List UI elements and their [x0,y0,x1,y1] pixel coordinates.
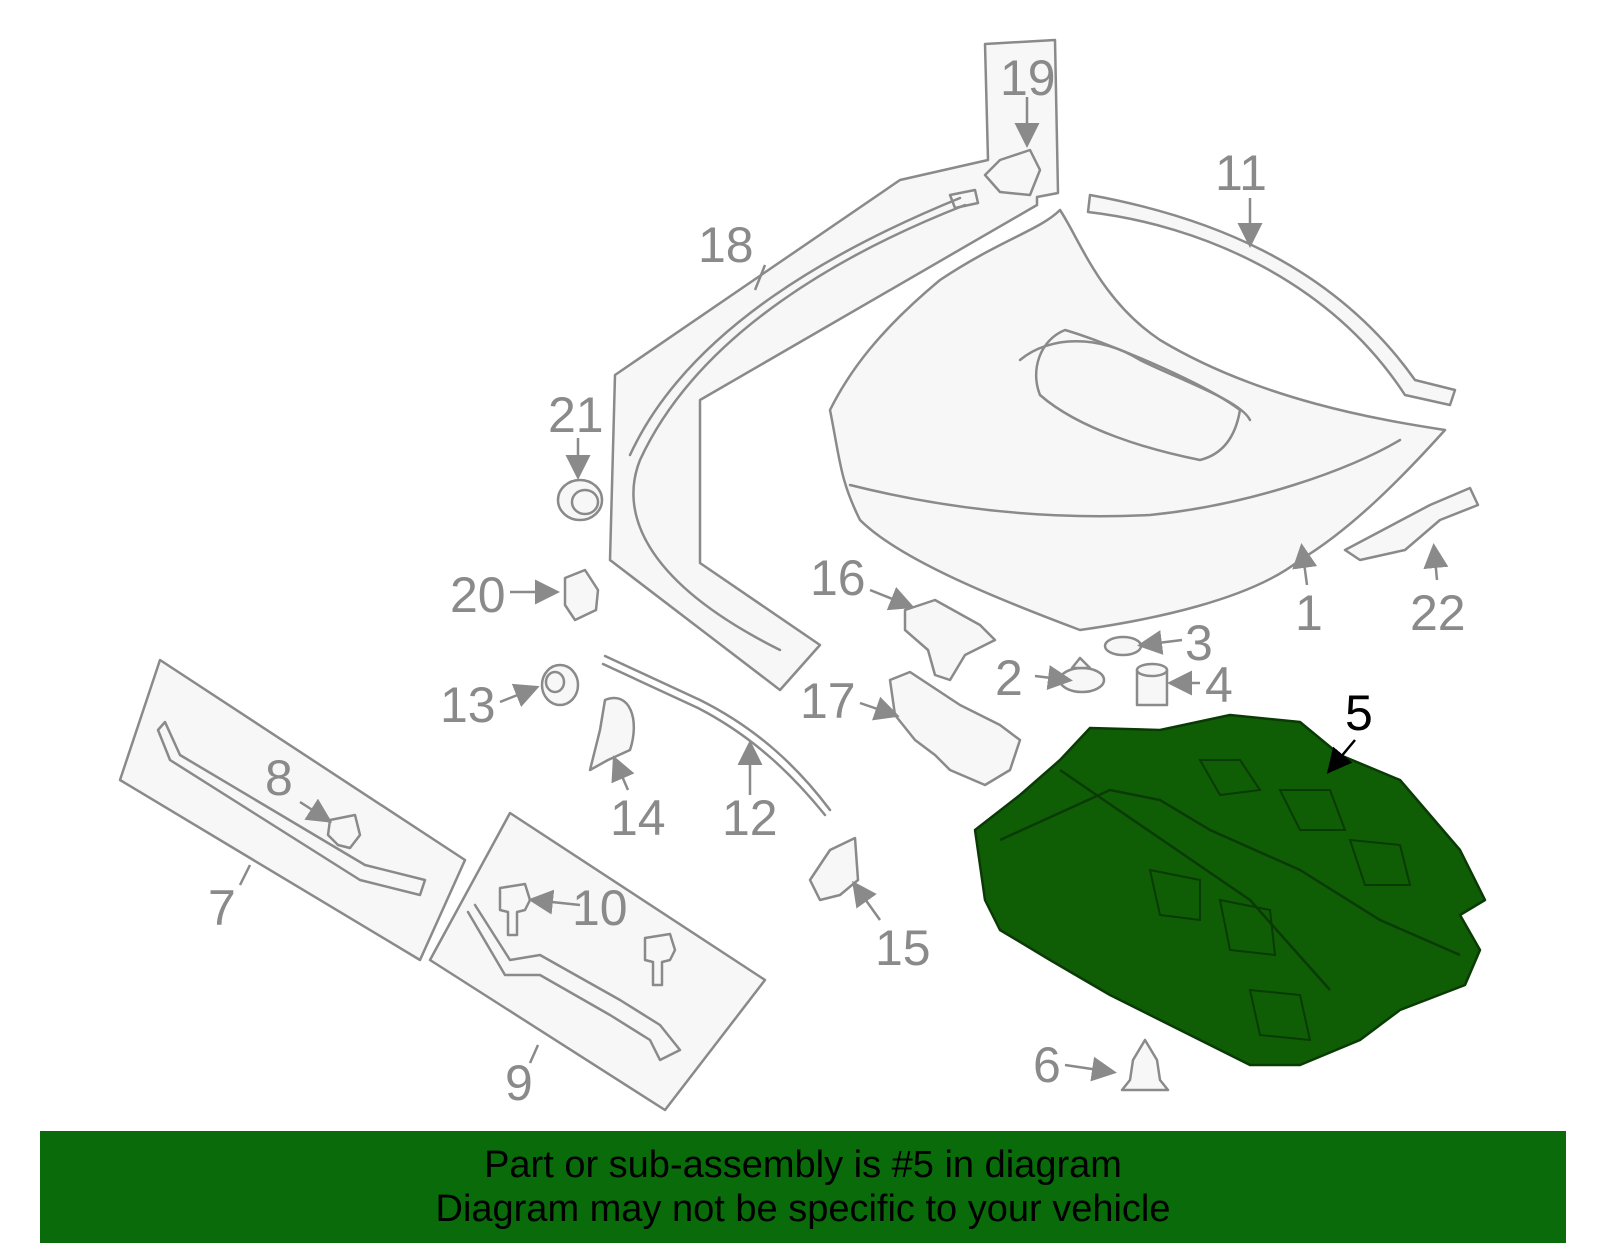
callout-14: 14 [610,790,666,846]
part-22-bracket [1343,486,1480,562]
part-14-bracket [588,696,635,772]
callout-10: 10 [572,880,628,936]
part-13-grommet [540,663,580,707]
callout-9: 9 [505,1055,533,1111]
part-2-clip [1058,656,1106,694]
callout-2: 2 [995,650,1023,706]
part-17-hinge [888,670,1022,787]
part-12-prop-rod [601,654,832,817]
part-1-hood [828,208,1447,632]
callout-8: 8 [265,750,293,806]
leader-arrows [238,97,1449,1082]
part-10-bolt [498,882,677,987]
part-8-clip [326,813,362,850]
callout-4: 4 [1205,657,1233,713]
part-15-latch [808,836,860,902]
callout-11: 11 [1215,145,1267,201]
part-18-cable-panel [608,38,1060,692]
callout-20: 20 [450,567,506,623]
callout-17: 17 [800,673,856,729]
banner-line-1: Part or sub-assembly is #5 in diagram [484,1144,1122,1186]
part-5-hood-insulator [973,713,1487,1067]
callout-7: 7 [208,880,236,936]
callout-16: 16 [810,550,866,606]
part-16-hinge [903,598,997,682]
part-3-washer [1103,635,1143,657]
callout-12: 12 [722,790,778,846]
part-21-bumper [556,478,604,522]
callout-13: 13 [440,677,496,733]
callout-19: 19 [1000,50,1056,106]
callout-labels: 1 2 3 4 5 6 7 8 9 10 11 12 13 14 15 16 1… [208,50,1466,1111]
callout-15: 15 [875,920,931,976]
callout-22: 22 [1410,585,1466,641]
callout-3: 3 [1185,615,1213,671]
part-20-clip [563,568,600,622]
callout-1: 1 [1295,585,1323,641]
callout-21: 21 [548,387,604,443]
part-9-rod-panel [428,811,767,1112]
info-banner: Part or sub-assembly is #5 in diagram Di… [40,1131,1566,1243]
part-11-weatherstrip [1086,193,1457,407]
part-4-spacer [1135,662,1169,707]
part-7-seal-panel [118,658,467,962]
banner-line-2: Diagram may not be specific to your vehi… [435,1188,1171,1230]
callout-5: 5 [1345,685,1373,741]
callout-18: 18 [698,217,754,273]
callout-6: 6 [1033,1037,1061,1093]
part-6-push-pin [1120,1038,1170,1092]
